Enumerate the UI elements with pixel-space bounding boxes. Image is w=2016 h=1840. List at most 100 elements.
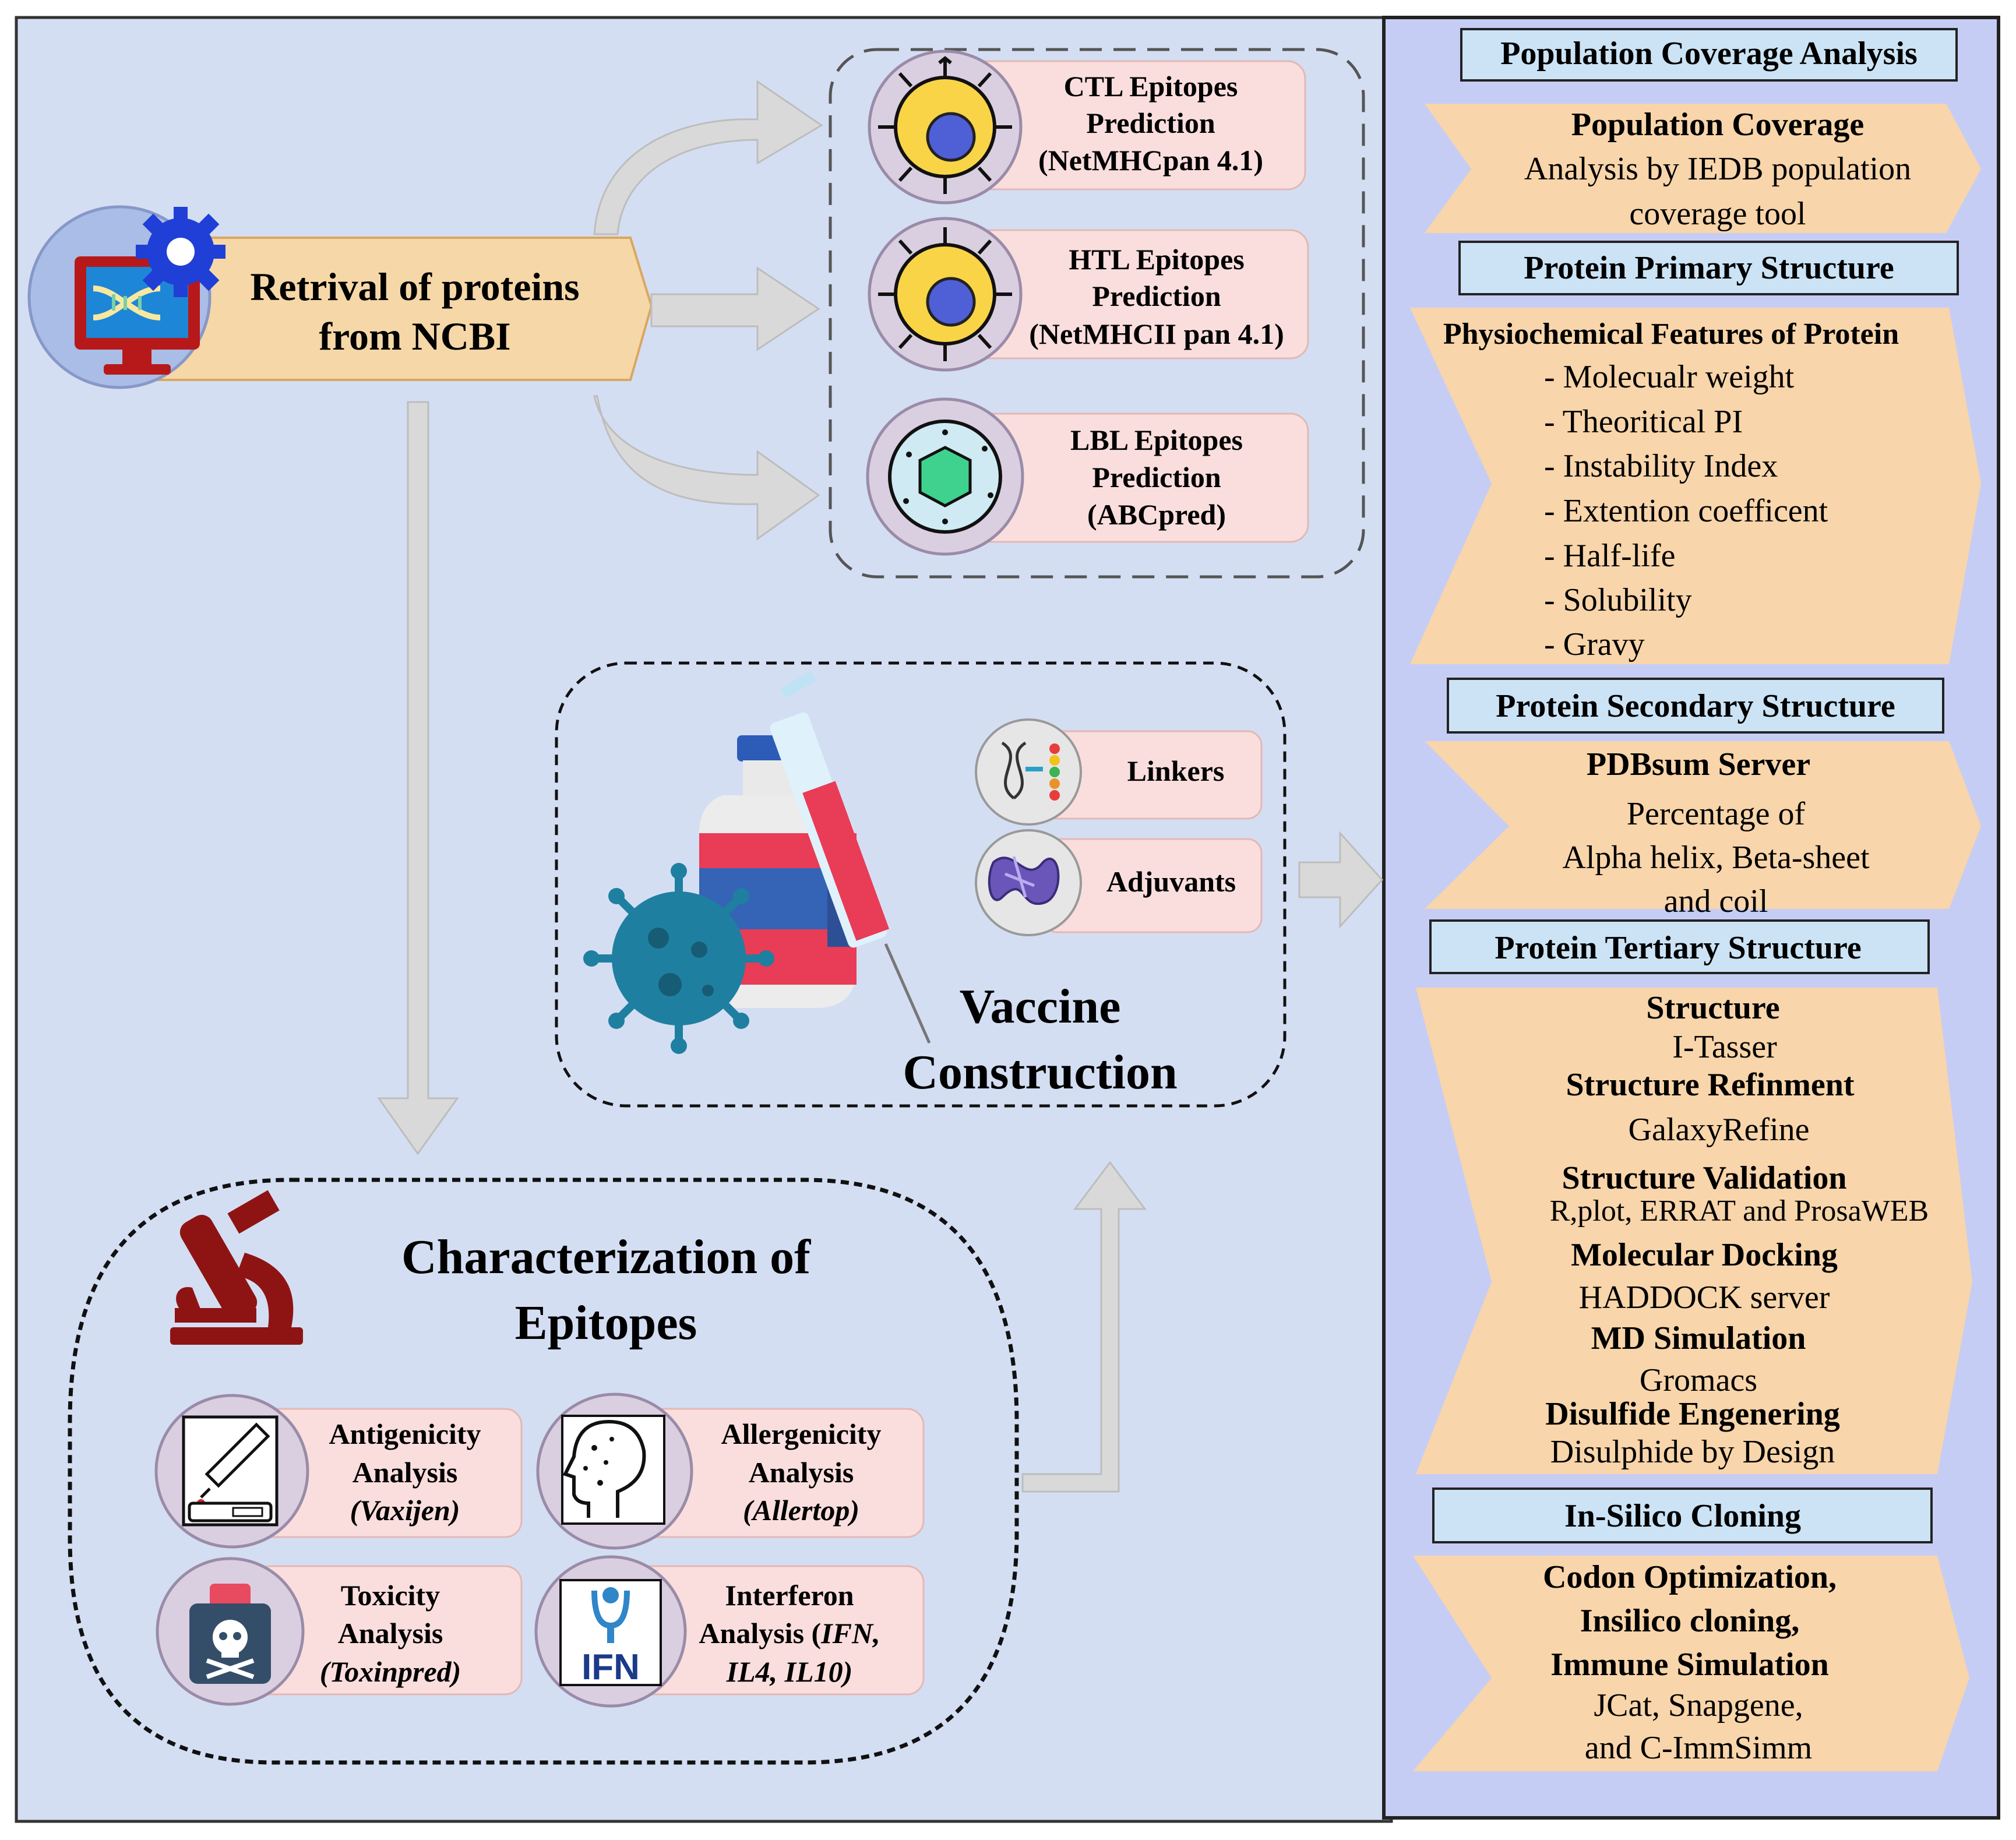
population-line1: Analysis by IEDB population <box>1524 151 1911 187</box>
interferon-line1: Interferon <box>725 1579 854 1612</box>
antigenicity-line2: Analysis <box>353 1456 458 1489</box>
lbl-cell-icon <box>866 397 1024 556</box>
ctl-line3: (NetMHCpan 4.1) <box>1038 144 1263 177</box>
htl-line3: (NetMHCII pan 4.1) <box>1029 318 1284 350</box>
microscope-icon <box>170 1190 303 1345</box>
tertiary-text-3: R,plot, ERRAT and ProsaWEB <box>1550 1194 1929 1228</box>
primary-item-2: - Theoritical PI <box>1544 404 1743 440</box>
allergenicity-node: Allergenicity Analysis (Allertop) <box>536 1393 925 1550</box>
interferon-line2: Analysis (IFN, <box>699 1617 880 1649</box>
retrieval-label-line1: Retrival of proteins <box>250 265 579 309</box>
tertiary-header: Protein Tertiary Structure <box>1495 930 1861 966</box>
characterization-title-line2: Epitopes <box>515 1296 697 1350</box>
cloning-bold-1: Codon Optimization, <box>1543 1559 1837 1595</box>
epitope-group <box>829 48 1365 579</box>
toxicity-line3: (Toxinpred) <box>320 1655 461 1688</box>
characterization-group <box>68 1178 1019 1765</box>
tertiary-text-5: Gromacs <box>1640 1362 1757 1398</box>
retrieval-node: Retrival of proteins from NCBI <box>27 205 653 389</box>
primary-bold: Physiochemical Features of Protein <box>1443 318 1899 351</box>
cloning-header: In-Silico Cloning <box>1564 1498 1801 1534</box>
secondary-line1: Percentage of <box>1627 796 1806 832</box>
vaccine-illustration <box>583 671 931 1054</box>
ctl-cell-icon <box>868 50 1023 205</box>
primary-item-4: - Extention coefficent <box>1544 493 1828 529</box>
antigenicity-node: Antigenicity Analysis (Vaxijen) <box>154 1394 523 1549</box>
poison-bottle-icon <box>156 1557 305 1706</box>
interferon-node: IFN Interferon Analysis (IFN, IL4, IL10) <box>534 1555 925 1708</box>
population-section: Population Coverage Analysis Population … <box>1425 28 1981 233</box>
vaccine-title-line2: Construction <box>903 1045 1177 1099</box>
tertiary-bold-1: Structure <box>1646 990 1779 1026</box>
toxicity-line2: Analysis <box>338 1617 443 1649</box>
primary-item-6: - Solubility <box>1544 582 1692 618</box>
allergenicity-line1: Allergenicity <box>721 1418 882 1450</box>
antigenicity-line3: (Vaxijen) <box>350 1494 460 1527</box>
ctl-line2: Prediction <box>1086 107 1215 139</box>
pipette-test-icon <box>154 1394 309 1549</box>
primary-item-5: - Half-life <box>1544 538 1675 574</box>
ifn-icon-label: IFN <box>581 1647 640 1687</box>
tertiary-bold-5: MD Simulation <box>1591 1320 1806 1356</box>
ifn-icon: IFN <box>534 1555 687 1708</box>
ctl-epitope-node: CTL Epitopes Prediction (NetMHCpan 4.1) <box>868 50 1306 205</box>
secondary-bold: PDBsum Server <box>1587 746 1810 782</box>
lbl-line2: Prediction <box>1092 461 1221 494</box>
interferon-line3: IL4, IL10) <box>726 1655 853 1688</box>
virus-icon <box>583 863 774 1054</box>
primary-item-3: - Instability Index <box>1544 448 1778 484</box>
toxicity-node: Toxicity Analysis (Toxinpred) <box>156 1557 523 1706</box>
htl-epitope-node: HTL Epitopes Prediction (NetMHCII pan 4.… <box>868 217 1309 372</box>
adjuvants-node: Adjuvants <box>975 829 1263 936</box>
tertiary-bold-4: Molecular Docking <box>1571 1237 1838 1273</box>
cloning-bold-2: Insilico cloning, <box>1580 1603 1800 1639</box>
ctl-line1: CTL Epitopes <box>1064 70 1238 103</box>
tertiary-text-1: I-Tasser <box>1672 1029 1777 1065</box>
adjuvant-protein-icon <box>975 829 1082 936</box>
antigenicity-line1: Antigenicity <box>329 1418 481 1450</box>
primary-item-1: - Molecualr weight <box>1544 359 1795 395</box>
tertiary-text-4: HADDOCK server <box>1579 1279 1830 1316</box>
tertiary-text-2: GalaxyRefine <box>1629 1112 1810 1148</box>
secondary-structure-section: Protein Secondary Structure PDBsum Serve… <box>1425 678 1981 919</box>
interferon-line2a: Analysis ( <box>699 1617 821 1649</box>
primary-header: Protein Primary Structure <box>1524 250 1894 286</box>
allergenicity-line3: (Allertop) <box>743 1494 859 1527</box>
tertiary-bold-2: Structure Refinment <box>1566 1067 1854 1103</box>
cloning-line-1: JCat, Snapgene, <box>1594 1687 1803 1723</box>
adjuvants-label: Adjuvants <box>1106 865 1236 898</box>
arrows-to-epitopes <box>593 80 823 541</box>
syringe-icon <box>770 671 931 1044</box>
cloning-bold-3: Immune Simulation <box>1550 1647 1829 1683</box>
primary-item-7: - Gravy <box>1544 626 1645 662</box>
vaccine-title-line1: Vaccine <box>960 979 1121 1034</box>
allergenicity-line2: Analysis <box>749 1456 854 1489</box>
htl-line1: HTL Epitopes <box>1069 243 1245 276</box>
secondary-header: Protein Secondary Structure <box>1496 688 1895 724</box>
secondary-line2: Alpha helix, Beta-sheet <box>1562 840 1870 876</box>
retrieval-label-line2: from NCBI <box>319 314 510 358</box>
linkers-node: Linkers <box>975 718 1263 826</box>
lbl-line1: LBL Epitopes <box>1070 424 1243 456</box>
allergy-face-icon <box>536 1393 693 1550</box>
tertiary-bold-6: Disulfide Engenering <box>1545 1396 1840 1432</box>
interferon-line2b: IFN, <box>820 1617 880 1649</box>
lbl-epitope-node: LBL Epitopes Prediction (ABCpred) <box>866 397 1309 556</box>
htl-cell-icon <box>868 217 1023 372</box>
linkers-label: Linkers <box>1127 755 1225 787</box>
linker-icon <box>975 718 1082 826</box>
population-header: Population Coverage Analysis <box>1500 36 1918 72</box>
arrow-to-characterization <box>377 401 459 1155</box>
population-line2: coverage tool <box>1629 196 1806 232</box>
toxicity-line1: Toxicity <box>341 1579 440 1612</box>
lbl-line3: (ABCpred) <box>1087 498 1226 531</box>
tertiary-bold-3: Structure Validation <box>1562 1160 1846 1196</box>
tertiary-structure-section: Protein Tertiary Structure Structure I-T… <box>1416 919 1972 1474</box>
arrow-to-analysis <box>1298 831 1384 929</box>
arrow-to-vaccine <box>1021 1161 1147 1493</box>
characterization-title-line1: Characterization of <box>401 1230 811 1284</box>
population-bold: Population Coverage <box>1571 107 1864 143</box>
tertiary-text-6: Disulphide by Design <box>1550 1434 1835 1470</box>
secondary-line3: and coil <box>1664 883 1768 919</box>
vaccine-group <box>555 661 1287 1108</box>
